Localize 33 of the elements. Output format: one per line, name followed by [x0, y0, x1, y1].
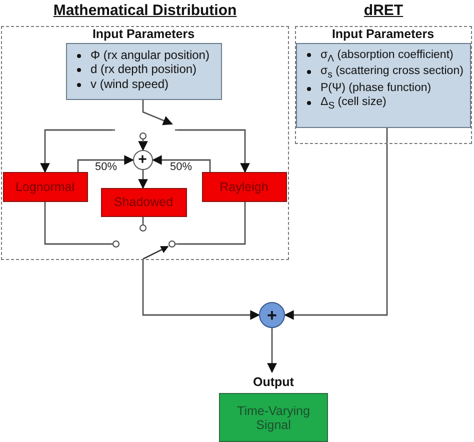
connector-line — [178, 202, 246, 245]
edge-label: 50% — [168, 161, 194, 173]
arrow — [267, 328, 277, 373]
arrow — [77, 155, 134, 172]
switch-drawing — [112, 222, 178, 258]
distribution-box: Lognormal — [2, 172, 88, 202]
arrow — [142, 259, 260, 320]
connector-line — [44, 202, 112, 245]
arrow — [40, 129, 112, 173]
arrow — [142, 100, 173, 126]
bullet-text: Δ$_{S}$ (cell size) — [320, 95, 386, 112]
arrow — [138, 141, 148, 151]
edge-label: 50% — [94, 161, 118, 173]
distribution-box: Shadowed — [100, 188, 186, 216]
arrow — [152, 155, 211, 172]
sum-junction: + — [132, 150, 152, 170]
bullet-text: v (wind speed) — [90, 76, 169, 92]
box-heading: Input Parameters — [92, 26, 195, 40]
sum-junction: + — [259, 302, 285, 328]
output-box: Time-Varying Signal — [219, 393, 328, 442]
bullet-text: σ$_{Λ}$ (absorption coefficient) — [320, 48, 454, 64]
bullet-text: Φ (rx angular position) — [90, 48, 210, 62]
bullet-text: d (rx depth position) — [90, 62, 197, 77]
group-title: Mathematical Distribution — [53, 2, 237, 19]
group-title: dRET — [364, 2, 404, 19]
output-heading: Output — [253, 375, 294, 389]
box-heading: Input Parameters — [332, 26, 434, 40]
distribution-box: Rayleigh — [202, 172, 286, 202]
bullet-text: σ$_{s}$ (scattering cross section) — [320, 64, 464, 82]
arrow — [178, 129, 250, 173]
arrow — [138, 170, 148, 189]
arrow — [284, 128, 388, 320]
bullet-text: P(Ψ) (phase function) — [320, 81, 432, 96]
